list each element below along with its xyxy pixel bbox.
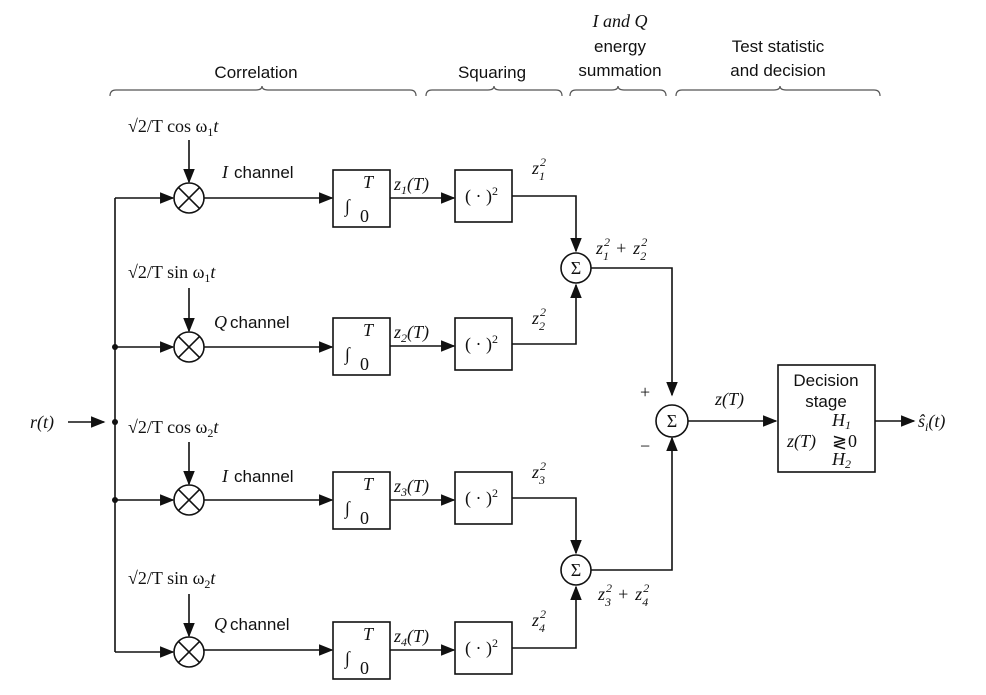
brace-test — [675, 85, 881, 97]
integral-3-lower: 0 — [360, 508, 369, 528]
ref-2-label: √2/T sin ω1t — [128, 262, 216, 285]
integral-2-upper: T — [363, 320, 375, 340]
channel-1-word: channel — [234, 163, 294, 182]
squarer-1 — [454, 169, 513, 223]
ref-1-label: √2/T cos ω1t — [128, 116, 219, 139]
integral-3-upper: T — [363, 474, 375, 494]
integral-3-icon: ∫ — [344, 498, 351, 519]
decision-line2: stage — [805, 392, 847, 411]
integral-1-icon: ∫ — [344, 196, 351, 217]
squarer-3-text: ( · )2 — [465, 486, 498, 509]
sum-bottom-to-final — [591, 436, 678, 571]
channel-3-word: channel — [234, 467, 294, 486]
multiplier-2-icon — [173, 331, 205, 363]
header-correlation: Correlation — [214, 63, 297, 82]
integral-4-lower: 0 — [360, 658, 369, 678]
channel-1: √2/T cos ω1t I channel ∫ T 0 z1(T) ( · )… — [115, 116, 582, 253]
squarer-3 — [454, 471, 513, 525]
brace-correlation — [109, 85, 417, 97]
ref-3-label: √2/T cos ω2t — [128, 417, 219, 440]
squarer-4 — [454, 621, 513, 675]
integral-2-icon: ∫ — [344, 344, 351, 365]
channel-1-letter: I — [221, 162, 229, 182]
channel-3-letter: I — [221, 466, 229, 486]
z-2-label: z2(T) — [393, 322, 429, 345]
decision-h2: H2 — [831, 449, 851, 471]
junction-dot-input — [112, 419, 118, 425]
brace-iq — [569, 85, 667, 97]
decision-h1: H1 — [831, 410, 851, 432]
decision-box — [777, 364, 876, 473]
channel-2: √2/T sin ω1t Q channel ∫ T 0 z2(T) ( · )… — [115, 262, 582, 376]
integral-1-lower: 0 — [360, 206, 369, 226]
integrator-1 — [332, 169, 391, 228]
sum-bottom-sigma-icon: Σ — [571, 560, 581, 580]
channel-4: √2/T sin ω2t Q channel ∫ T 0 z4(T) ( · )… — [115, 568, 582, 680]
input-label: r(t) — [30, 412, 54, 433]
decision-rhs: 0 — [848, 431, 857, 451]
channel-4-letter: Q — [214, 614, 227, 634]
multiplier-3-icon — [173, 484, 205, 516]
channel-2-word: channel — [230, 313, 290, 332]
squarer-1-text: ( · )2 — [465, 184, 498, 207]
decision-lhs: z(T) — [786, 431, 816, 452]
sum-top-sigma-icon: Σ — [571, 258, 581, 278]
sq-1-to-sum — [512, 195, 582, 253]
channel-4-word: channel — [230, 615, 290, 634]
decision-rel: ≷ — [832, 432, 847, 452]
integral-2-lower: 0 — [360, 354, 369, 374]
z-1-label: z1(T) — [393, 174, 429, 197]
integrator-4 — [332, 621, 391, 680]
header-iq-line1: I and Q — [592, 11, 648, 31]
sq-2-to-sum — [512, 283, 582, 345]
decision-line1: Decision — [793, 371, 858, 390]
minus-sign: − — [640, 436, 650, 456]
z-3-label: z3(T) — [393, 476, 429, 499]
channel-3: √2/T cos ω2t I channel ∫ T 0 z3(T) ( · )… — [115, 417, 582, 555]
brace-squaring — [425, 85, 563, 97]
plus-sign: + — [640, 382, 650, 402]
zT-label: z(T) — [714, 389, 744, 410]
integral-1-upper: T — [363, 172, 375, 192]
sum-top-to-final — [591, 267, 678, 397]
integrator-2 — [332, 317, 391, 376]
channel-2-letter: Q — [214, 312, 227, 332]
sum-final: Σ + − z(T) — [640, 382, 778, 456]
header-iq-line3: summation — [578, 61, 661, 80]
sq-3-to-sum — [512, 497, 582, 555]
integral-4-upper: T — [363, 624, 375, 644]
header-squaring: Squaring — [458, 63, 526, 82]
header-iq-line2: energy — [594, 37, 646, 56]
sq-4-to-sum — [512, 585, 582, 649]
header-test-line1: Test statistic — [732, 37, 825, 56]
sum-final-sigma-icon: Σ — [667, 411, 677, 431]
header-test-line2: and decision — [730, 61, 825, 80]
z-4-label: z4(T) — [393, 626, 429, 649]
output-label: ŝi(t) — [918, 411, 945, 434]
multiplier-4-icon — [173, 636, 205, 668]
squarer-2-text: ( · )2 — [465, 332, 498, 355]
squarer-4-text: ( · )2 — [465, 636, 498, 659]
ref-4-label: √2/T sin ω2t — [128, 568, 216, 591]
integral-4-icon: ∫ — [344, 648, 351, 669]
decision-stage: Decision stage H1 z(T) ≷ 0 H2 ŝi(t) — [777, 364, 945, 473]
multiplier-1-icon — [173, 182, 205, 214]
